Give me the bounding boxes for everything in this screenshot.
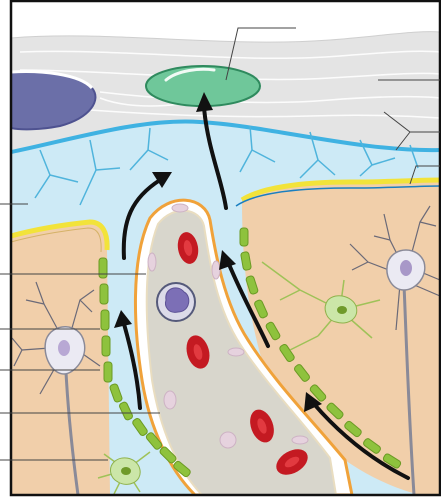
white-blood-cell: [157, 283, 195, 321]
